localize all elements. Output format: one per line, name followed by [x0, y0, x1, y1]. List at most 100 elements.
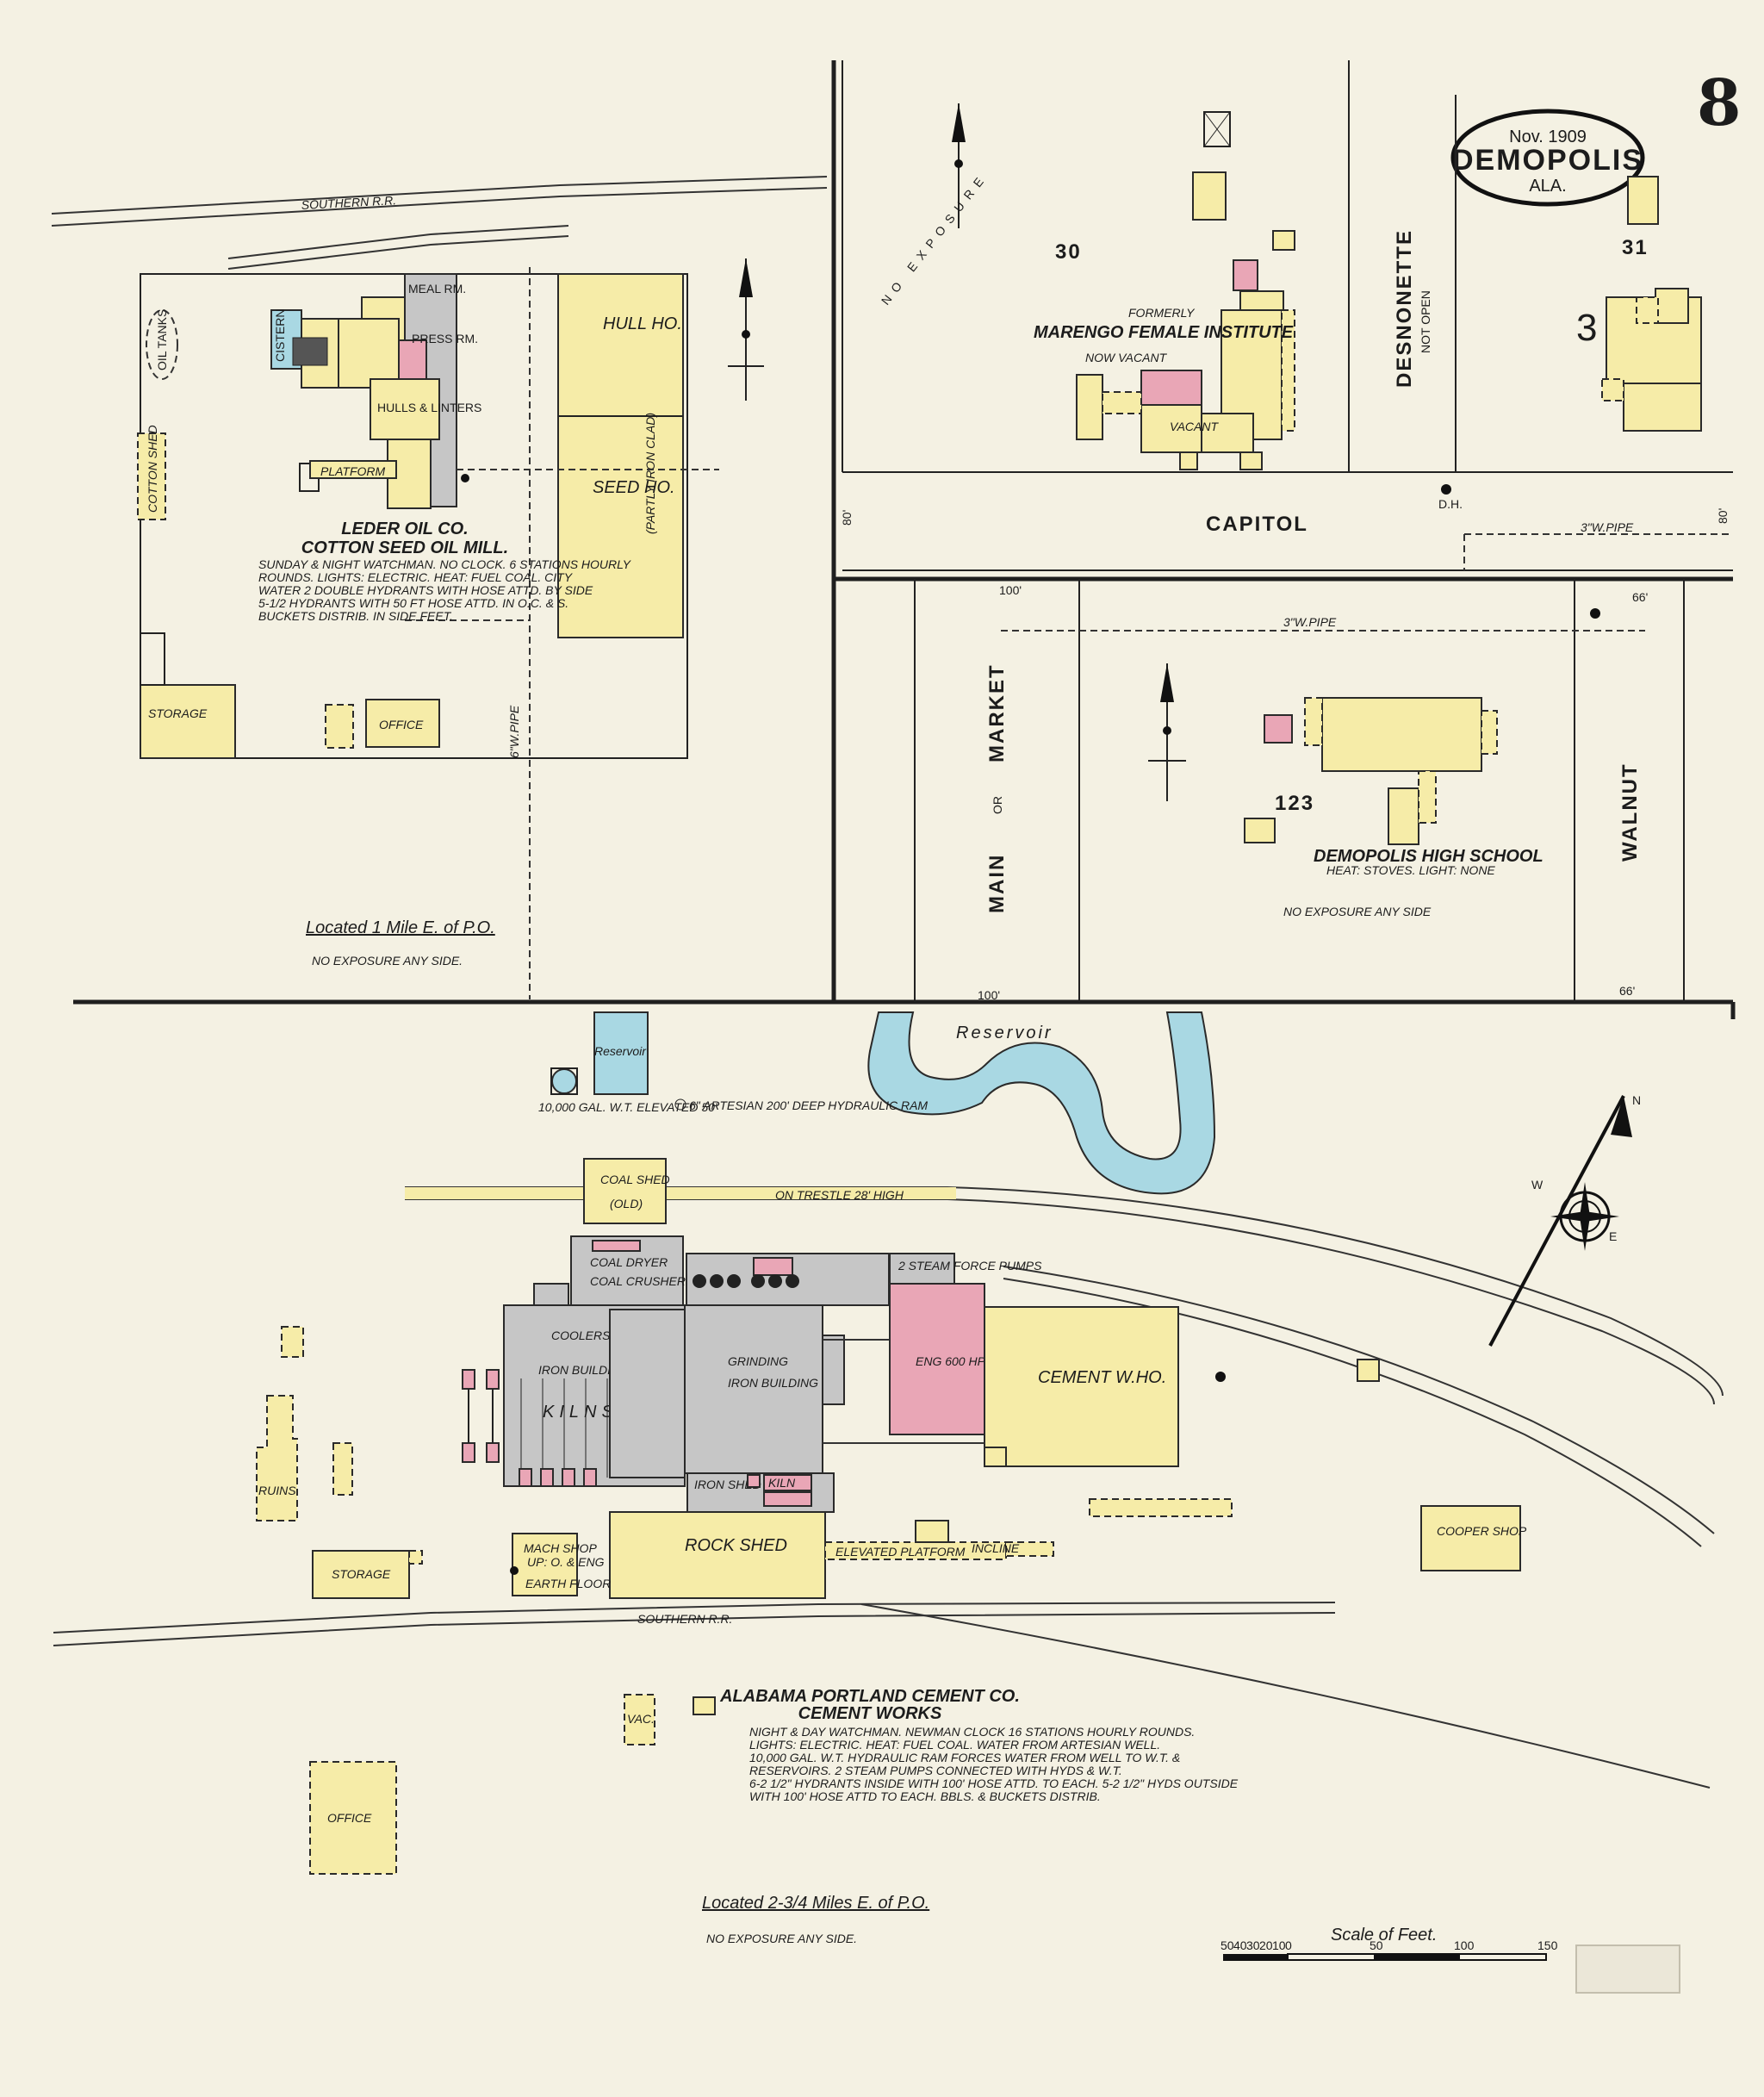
- svg-text:OR: OR: [991, 796, 1004, 814]
- hull-house-label: HULL HO.: [603, 314, 682, 333]
- leder-mill: COTTON SEED OIL MILL.: [301, 538, 508, 557]
- large-reservoir: [867, 1011, 1216, 1195]
- platform: [309, 460, 397, 479]
- svg-text:OFFICE: OFFICE: [379, 718, 424, 731]
- cooper-shop: [1420, 1505, 1521, 1571]
- machine-shop: [512, 1533, 578, 1596]
- scale-title: Scale of Feet.: [1331, 1926, 1437, 1945]
- map-date: Nov. 1909: [1509, 128, 1587, 146]
- svg-text:ON TRESTLE 28' HIGH: ON TRESTLE 28' HIGH: [775, 1188, 904, 1202]
- railroad-top-label: SOUTHERN R.R.: [301, 193, 396, 212]
- svg-text:COAL DRYER: COAL DRYER: [590, 1255, 668, 1269]
- svg-text:MEAL RM.: MEAL RM.: [408, 282, 466, 296]
- scale-bar: Scale of Feet. 50 40 30 20 10 0 50 100 1…: [1221, 1926, 1558, 1961]
- svg-text:STORAGE: STORAGE: [332, 1567, 391, 1581]
- svg-text:ROUNDS. LIGHTS: ELECTRIC. HEAT: ROUNDS. LIGHTS: ELECTRIC. HEAT: FUEL COA…: [258, 570, 574, 584]
- reservoirs: Reservoir Reservoir 10,000 GAL. W.T. ELE…: [538, 1011, 1216, 1195]
- svg-text:HEAT: STOVES. LIGHT: NONE: HEAT: STOVES. LIGHT: NONE: [1326, 863, 1495, 877]
- cement-company-name: ALABAMA PORTLAND CEMENT CO.: [719, 1687, 1020, 1706]
- high-school: [1321, 697, 1482, 772]
- svg-text:LIGHTS: ELECTRIC. HEAT: FUEL C: LIGHTS: ELECTRIC. HEAT: FUEL COAL. WATER…: [749, 1738, 1160, 1752]
- svg-text:5-1/2 HYDRANTS WITH 50 FT HOSE: 5-1/2 HYDRANTS WITH 50 FT HOSE ATTD. IN …: [258, 596, 568, 610]
- svg-text:UP: O. & ENG: UP: O. & ENG: [527, 1555, 605, 1569]
- north-arrow-icon: [1148, 663, 1186, 801]
- block-3: 3: [1576, 307, 1597, 349]
- svg-text:PLATFORM: PLATFORM: [320, 464, 386, 478]
- street-walnut: WALNUT: [1618, 762, 1642, 862]
- storage: [140, 684, 236, 759]
- hull-seed-house: [557, 273, 684, 638]
- coal-shed: [583, 1158, 667, 1224]
- city-name: DEMOPOLIS: [1452, 144, 1643, 177]
- cement-office: [309, 1761, 397, 1875]
- svg-text:NIGHT & DAY WATCHMAN. NEWMAN C: NIGHT & DAY WATCHMAN. NEWMAN CLOCK 16 ST…: [749, 1725, 1195, 1739]
- seed-house-label: SEED HO.: [593, 478, 675, 497]
- svg-text:ELEVATED PLATFORM: ELEVATED PLATFORM: [835, 1545, 966, 1559]
- svg-text:NO EXPOSURE ANY SIDE: NO EXPOSURE ANY SIDE: [1283, 905, 1432, 918]
- svg-text:30: 30: [1246, 1938, 1260, 1952]
- svg-text:RUINS: RUINS: [258, 1484, 296, 1497]
- svg-text:INCLINE: INCLINE: [972, 1541, 1020, 1555]
- street-capitol: CAPITOL: [1206, 513, 1308, 536]
- block-123: 3"W.PIPE 100' 100' 66' 66' MAIN OR MARKE…: [914, 579, 1685, 1002]
- cement-location: Located 2-3/4 Miles E. of P.O.: [702, 1894, 929, 1913]
- svg-text:50: 50: [1221, 1938, 1234, 1952]
- svg-text:COOPER SHOP: COOPER SHOP: [1437, 1524, 1527, 1538]
- leder-office: [365, 699, 440, 748]
- svg-text:6-2 1/2" HYDRANTS INSIDE WITH: 6-2 1/2" HYDRANTS INSIDE WITH 100' HOSE …: [749, 1777, 1239, 1790]
- cement-exposure: NO EXPOSURE ANY SIDE.: [706, 1932, 857, 1945]
- svg-text:ROCK SHED: ROCK SHED: [685, 1536, 787, 1555]
- svg-text:SUNDAY & NIGHT WATCHMAN. NO CL: SUNDAY & NIGHT WATCHMAN. NO CLOCK. 6 STA…: [258, 557, 632, 571]
- cement-warehouse: [984, 1306, 1179, 1467]
- svg-text:OFFICE: OFFICE: [327, 1811, 372, 1825]
- svg-text:(OLD): (OLD): [610, 1197, 643, 1210]
- block-31: 31: [1622, 236, 1649, 259]
- engine-house: [889, 1283, 985, 1435]
- svg-text:3"W.PIPE: 3"W.PIPE: [1581, 520, 1634, 534]
- svg-text:IRON BUILDING: IRON BUILDING: [538, 1363, 629, 1377]
- rock-shed: [609, 1511, 826, 1599]
- svg-text:IRON SHED: IRON SHED: [694, 1478, 761, 1491]
- svg-text:0: 0: [1285, 1938, 1292, 1952]
- svg-text:MACH SHOP: MACH SHOP: [524, 1541, 597, 1555]
- block-30: 30: [1055, 240, 1082, 264]
- street-desnonette: DESNONETTE: [1393, 229, 1416, 388]
- svg-text:W: W: [1531, 1178, 1544, 1192]
- compass-rose-icon: W E N: [1488, 1093, 1641, 1347]
- svg-text:WATER 2 DOUBLE HYDRANTS WITH H: WATER 2 DOUBLE HYDRANTS WITH HOSE ATTD. …: [258, 583, 593, 597]
- svg-text:Reservoir: Reservoir: [594, 1044, 647, 1058]
- institute-name: MARENGO FEMALE INSTITUTE: [1034, 323, 1294, 342]
- svg-text:10: 10: [1272, 1938, 1286, 1952]
- svg-text:D.H.: D.H.: [1438, 497, 1463, 511]
- svg-text:80': 80': [1716, 508, 1730, 524]
- svg-text:3"W.PIPE: 3"W.PIPE: [1283, 615, 1337, 629]
- svg-text:66': 66': [1619, 984, 1635, 998]
- cement-storage: [312, 1550, 410, 1599]
- leder-name: LEDER OIL CO.: [341, 520, 468, 538]
- svg-text:COAL SHED: COAL SHED: [600, 1173, 670, 1186]
- svg-text:CISTERN: CISTERN: [273, 309, 287, 362]
- svg-text:STORAGE: STORAGE: [148, 706, 208, 720]
- svg-text:50: 50: [1370, 1938, 1383, 1952]
- svg-text:WITH 100' HOSE ATTD TO EACH. B: WITH 100' HOSE ATTD TO EACH. BBLS. & BUC…: [749, 1789, 1101, 1803]
- svg-text:KILN: KILN: [768, 1476, 796, 1490]
- svg-text:OIL TANKS: OIL TANKS: [155, 309, 169, 370]
- seed-house-note: (PARTLY IRON CLAD): [643, 413, 657, 534]
- state-name: ALA.: [1529, 177, 1566, 196]
- leder-oil-co: HULL HO. SEED HO. (PARTLY IRON CLAD) CIS…: [137, 258, 764, 999]
- svg-text:CEMENT W.HO.: CEMENT W.HO.: [1038, 1368, 1166, 1387]
- title-cartouche: 8 Nov. 1909 DEMOPOLIS ALA.: [1450, 66, 1742, 207]
- svg-text:COAL CRUSHERS: COAL CRUSHERS: [590, 1274, 694, 1288]
- institute-status: NOW VACANT: [1085, 351, 1168, 364]
- street-market: MARKET: [985, 663, 1009, 762]
- svg-text:E: E: [1609, 1229, 1617, 1243]
- svg-text:COTTON SHED: COTTON SHED: [146, 425, 159, 513]
- svg-text:COOLERS: COOLERS: [551, 1329, 611, 1342]
- svg-text:80': 80': [840, 510, 854, 526]
- north-arrow-icon: [952, 103, 966, 228]
- small-reservoir: [593, 1011, 649, 1095]
- frame-lines: [73, 60, 1736, 1019]
- svg-text:N: N: [1632, 1093, 1641, 1107]
- railroad-top: SOUTHERN R.R.: [51, 176, 828, 270]
